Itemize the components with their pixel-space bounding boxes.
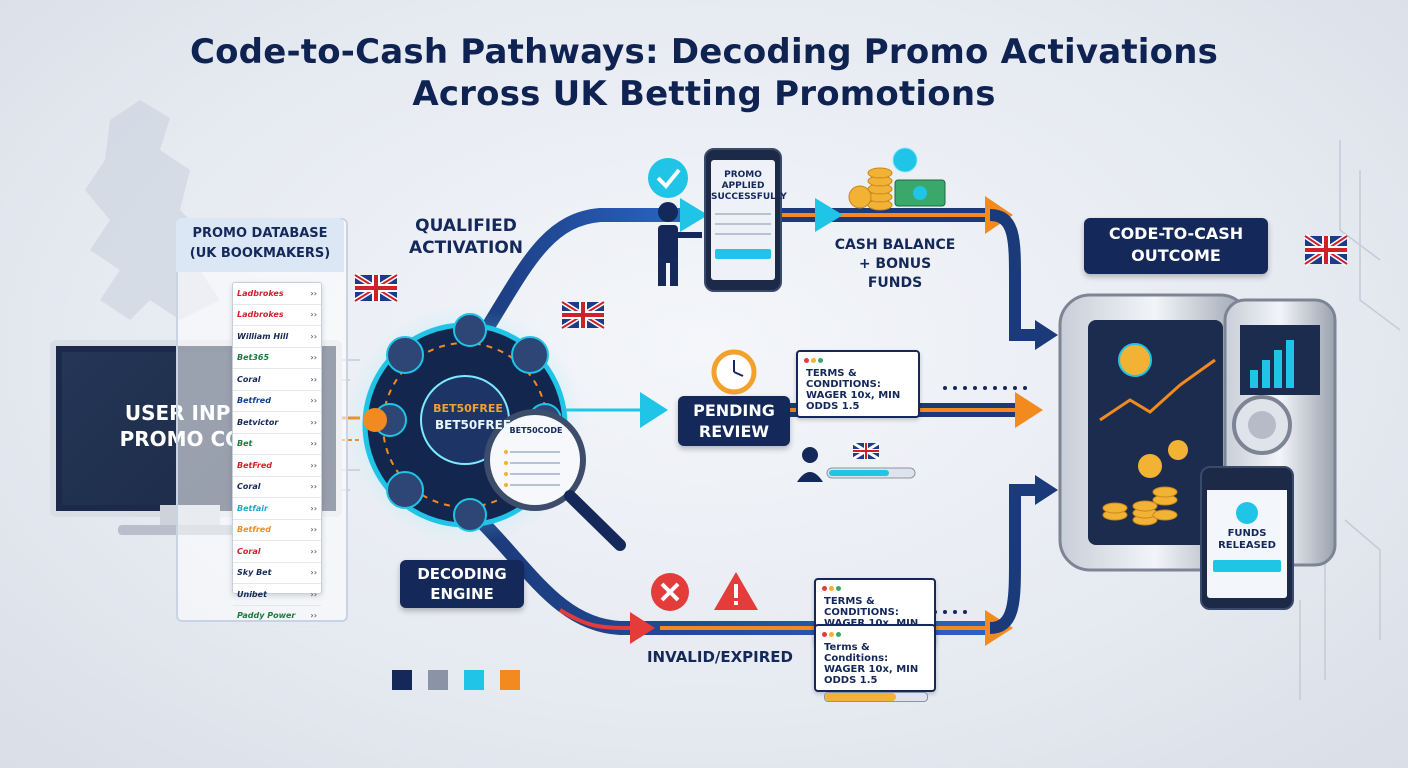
page-title-line2: Across UK Betting Promotions (412, 74, 996, 114)
chevron-right-icon: ›› (310, 525, 317, 535)
bookmaker-row[interactable]: Sky Bet ›› (233, 563, 321, 584)
phone-action-bar[interactable] (715, 249, 771, 259)
bookmaker-name: Ladbrokes (237, 288, 284, 298)
bookmaker-list: Ladbrokes››Ladbrokes››William Hill››Bet3… (232, 282, 322, 627)
legend-swatch-orange (500, 670, 520, 690)
chevron-right-icon: ›› (310, 396, 317, 406)
bookmaker-name: Paddy Power (237, 611, 296, 621)
bookmaker-name: Unibet (237, 589, 267, 599)
bookmaker-name: Bet365 (237, 353, 270, 363)
bookmaker-row[interactable]: Unibet ›› (233, 584, 321, 606)
chevron-right-icon: ›› (310, 331, 317, 341)
check-icon (648, 158, 688, 198)
bookmaker-name: Betfair (237, 503, 268, 513)
terms-bubble-invalid-2: Terms & Conditions: WAGER 10x, MIN ODDS … (814, 624, 936, 702)
bookmaker-row[interactable]: Paddy Power ›› (233, 606, 321, 627)
bookmaker-name: Coral (237, 374, 261, 384)
bookmaker-name: Betfred (237, 525, 271, 535)
qualified-activation-label: QUALIFIED ACTIVATION (409, 216, 523, 258)
bookmaker-row[interactable]: Betfair ›› (233, 498, 321, 520)
chevron-right-icon: ›› (310, 417, 317, 427)
bookmaker-name: Ladbrokes (237, 310, 284, 320)
funds-released-phone: FUNDS RELEASED (1200, 466, 1294, 610)
chevron-right-icon: ›› (310, 589, 317, 599)
person-icon (658, 202, 702, 286)
clock-icon (711, 349, 757, 395)
coins-cash-icon (848, 147, 946, 211)
bookmaker-row[interactable]: William Hill ›› (233, 326, 321, 348)
bookmaker-name: Coral (237, 482, 261, 492)
chevron-right-icon: ›› (310, 460, 317, 470)
cash-balance-label: CASH BALANCE + BONUS FUNDS (834, 237, 956, 291)
page-title-line1: Code-to-Cash Pathways: Decoding Promo Ac… (189, 32, 1219, 72)
engine-code: BET50FREE (433, 402, 503, 415)
chevron-right-icon: ›› (310, 546, 317, 556)
chevron-right-icon: ›› (310, 503, 317, 513)
invalid-expired-label: INVALID/EXPIRED (646, 648, 794, 666)
bookmaker-name: Betvictor (237, 417, 279, 427)
terms-bubble-pending: TERMS & CONDITIONS: WAGER 10x, MIN ODDS … (796, 350, 920, 418)
legend-swatch-grey (428, 670, 448, 690)
chevron-right-icon: ›› (310, 374, 317, 384)
bookmaker-row[interactable]: Bet365 ›› (233, 348, 321, 369)
bookmaker-row[interactable]: Ladbrokes ›› (233, 305, 321, 326)
chevron-right-icon: ›› (310, 568, 317, 578)
chevron-right-icon: ›› (310, 439, 317, 449)
magnifier-icon (484, 409, 626, 551)
bookmaker-name: Bet (237, 439, 253, 449)
bookmaker-name: Betfred (237, 396, 271, 406)
chevron-right-icon: ›› (310, 611, 317, 621)
chevron-right-icon: ›› (310, 482, 317, 492)
bookmaker-name: William Hill (237, 331, 289, 341)
bookmaker-row[interactable]: Ladbrokes ›› (233, 283, 321, 305)
bookmaker-row[interactable]: Coral ›› (233, 369, 321, 391)
bookmaker-row[interactable]: Coral ›› (233, 477, 321, 498)
code-to-cash-outcome-label: CODE-TO-CASH OUTCOME (1084, 218, 1268, 274)
bookmaker-row[interactable]: BetFred ›› (233, 455, 321, 477)
user-avatar-icon (797, 447, 916, 482)
chevron-right-icon: ›› (310, 288, 317, 298)
decoding-engine-label: DECODING ENGINE (400, 560, 524, 608)
bookmaker-row[interactable]: Betvictor ›› (233, 412, 321, 434)
engine-code-2: BET50FREE (434, 418, 512, 432)
bookmaker-row[interactable]: Coral ›› (233, 541, 321, 563)
promo-applied-phone: PROMO APPLIED SUCCESSFULLY (704, 148, 787, 292)
chevron-right-icon: ›› (310, 353, 317, 363)
uk-flag-icon (353, 233, 1349, 461)
chevron-right-icon: ›› (310, 310, 317, 320)
bookmaker-row[interactable]: Betfred ›› (233, 391, 321, 412)
error-x-icon (651, 573, 689, 611)
bookmaker-name: Coral (237, 546, 261, 556)
bookmaker-name: Sky Bet (237, 568, 272, 578)
pending-review-label: PENDING REVIEW (678, 396, 790, 446)
legend-swatch-cyan (464, 670, 484, 690)
bookmaker-row[interactable]: Betfred ›› (233, 520, 321, 541)
invalid-progress-bar (824, 692, 928, 702)
info-icon (1236, 502, 1258, 524)
legend-swatch-navy (392, 670, 412, 690)
magnifier-title: BET50CODE (509, 426, 563, 435)
promo-database-header: PROMO DATABASE (UK BOOKMAKERS) (176, 218, 344, 272)
funds-action-button[interactable] (1213, 560, 1281, 572)
warning-icon (714, 572, 758, 610)
bookmaker-row[interactable]: Bet ›› (233, 434, 321, 455)
bookmaker-name: BetFred (237, 460, 273, 470)
